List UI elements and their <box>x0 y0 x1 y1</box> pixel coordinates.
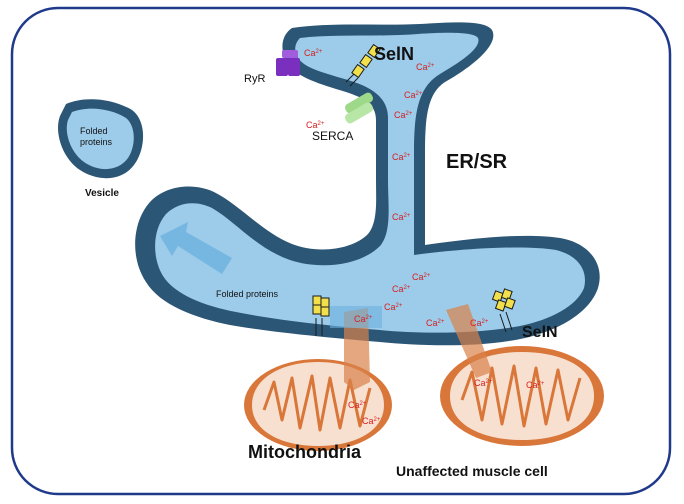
calcium-ion-label: Ca2+ <box>392 152 411 162</box>
calcium-ion-label: Ca2+ <box>362 416 381 426</box>
mitochondrion-left <box>244 359 392 451</box>
vesicle-label: Vesicle <box>85 188 119 199</box>
seln-protein-right-icon <box>491 288 516 333</box>
calcium-ion-label: Ca2+ <box>474 378 493 388</box>
calcium-ion-label: Ca2+ <box>384 302 403 312</box>
calcium-flux-arrow-left <box>344 308 370 390</box>
calcium-flux-arrow-right <box>446 304 492 378</box>
calcium-ion-label: Ca2+ <box>426 318 445 328</box>
seln-protein-icon <box>345 43 381 87</box>
calcium-ion-label: Ca2+ <box>306 120 325 130</box>
seln-top-label: SelN <box>374 44 414 64</box>
calcium-ion-label: Ca2+ <box>392 284 411 294</box>
mitochondrion-right <box>440 346 604 446</box>
serca-pump-icon <box>344 92 374 124</box>
seln-protein-left-icon <box>312 295 330 336</box>
calcium-ion-label: Ca2+ <box>416 62 435 72</box>
er-folded-proteins-label: Folded proteins <box>216 289 279 299</box>
seln-bottom-label: SelN <box>522 324 558 341</box>
calcium-ion-label: Ca2+ <box>526 380 545 390</box>
calcium-ion-labels: Ca2+Ca2+Ca2+Ca2+Ca2+Ca2+Ca2+Ca2+Ca2+Ca2+… <box>304 48 545 426</box>
mitochondria-label: Mitochondria <box>248 442 362 462</box>
calcium-ion-label: Ca2+ <box>412 272 431 282</box>
ryr-label: RyR <box>244 73 265 85</box>
serca-label: SERCA <box>312 129 353 143</box>
er-sr-label: ER/SR <box>446 151 508 173</box>
er-contact-highlight <box>330 306 382 328</box>
ryr-channel-icon <box>276 50 300 76</box>
calcium-ion-label: Ca2+ <box>354 314 373 324</box>
calcium-ion-label: Ca2+ <box>392 212 411 222</box>
calcium-ion-label: Ca2+ <box>470 318 489 328</box>
folded-protein-flow-arrow <box>160 222 232 274</box>
calcium-ion-label: Ca2+ <box>348 400 367 410</box>
calcium-ion-label: Ca2+ <box>304 48 323 58</box>
vesicle-folded-proteins-label: Folded proteins <box>80 126 113 147</box>
cell-caption: Unaffected muscle cell <box>396 463 548 479</box>
vesicle <box>58 99 144 179</box>
er-sr-organelle <box>135 22 600 346</box>
calcium-ion-label: Ca2+ <box>404 90 423 100</box>
calcium-ion-label: Ca2+ <box>394 110 413 120</box>
